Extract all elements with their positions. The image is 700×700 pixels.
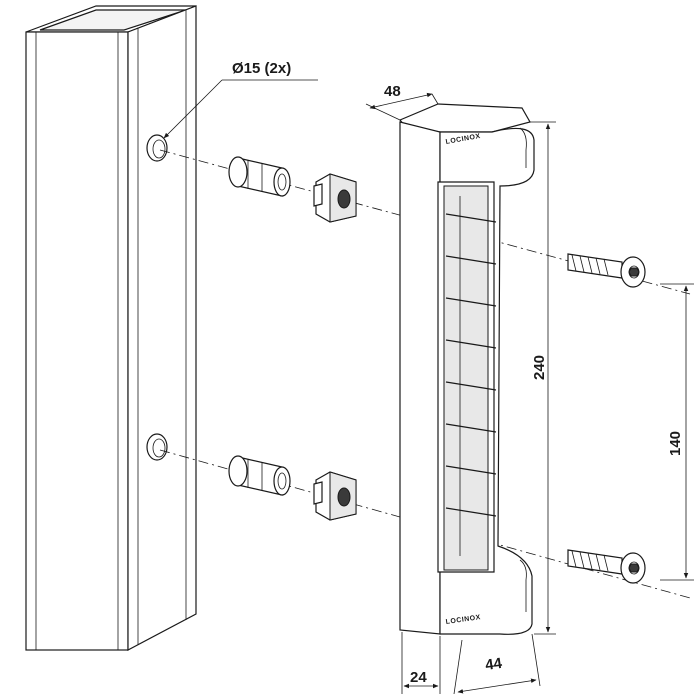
sleeve-insert-top xyxy=(228,156,291,197)
keep-ribs xyxy=(445,196,497,556)
sleeve-insert-bottom xyxy=(228,455,291,496)
dimension-height: 240 xyxy=(530,121,556,635)
depth-label: 48 xyxy=(384,83,401,100)
hole-diameter-label: Ø15 (2x) xyxy=(232,60,291,77)
dimension-spacing: 140 xyxy=(660,283,694,581)
post-hole-top xyxy=(146,134,168,162)
screw-bottom xyxy=(567,549,646,584)
dimension-width-b: 44 xyxy=(453,633,541,695)
dimension-depth: 48 xyxy=(365,83,439,121)
height-label: 240 xyxy=(531,355,548,380)
brand-label-bottom: LOCINOX xyxy=(445,614,481,626)
screw-top xyxy=(567,253,646,288)
square-post xyxy=(25,5,197,651)
gate-keep xyxy=(399,103,535,635)
square-nut-bottom xyxy=(313,471,357,521)
dimension-width-a: 24 xyxy=(401,632,441,694)
dimension-hole-diameter: Ø15 (2x) xyxy=(163,60,318,139)
width-a-label: 24 xyxy=(410,669,427,686)
width-b-label: 44 xyxy=(484,655,504,674)
spacing-label: 140 xyxy=(667,431,684,456)
post-hole-bottom xyxy=(146,433,168,461)
square-nut-top xyxy=(313,173,357,223)
